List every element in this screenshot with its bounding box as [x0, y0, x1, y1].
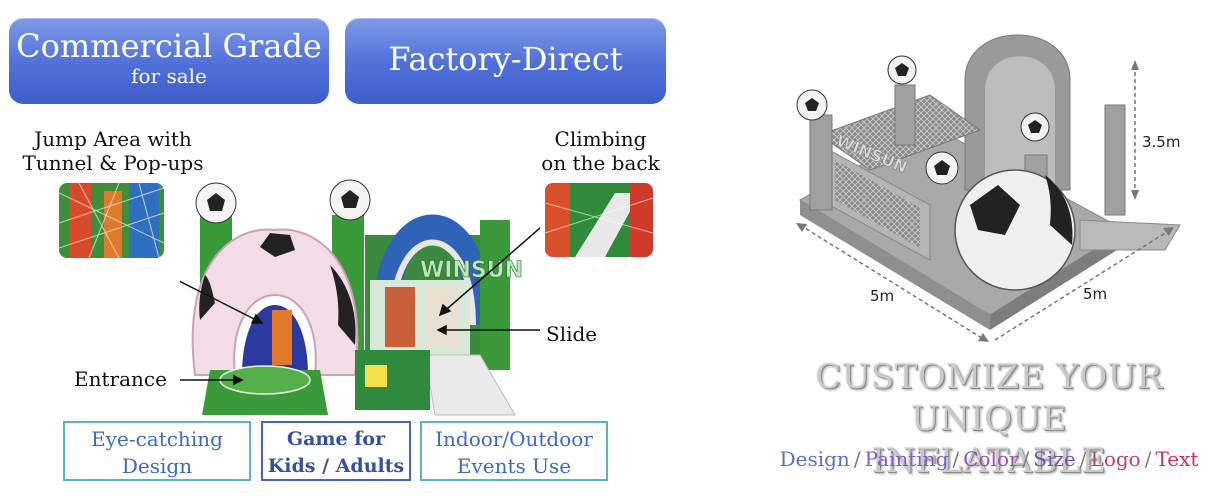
customize-heading: CUSTOMIZE YOUR UNIQUE INFLATABLE [760, 356, 1218, 482]
factory-direct-banner: Factory-Direct [345, 18, 666, 104]
option-separator: / [952, 447, 960, 471]
climbing-label: Climbing on the back [528, 127, 673, 175]
soccer-ball-icon [887, 55, 917, 85]
commercial-grade-banner: Commercial Grade for sale [9, 18, 329, 104]
jump-area-label: Jump Area with Tunnel & Pop-ups [18, 127, 208, 175]
soccer-ball-icon [1020, 112, 1050, 142]
soccer-ball-icon [925, 151, 959, 185]
soccer-ball-icon [195, 182, 237, 224]
option-design: Design [779, 447, 850, 471]
product-bounce-house-image: WINSUN [180, 179, 540, 416]
slide-label: Slide [546, 322, 598, 346]
option-size: Size [1033, 447, 1076, 471]
option-separator: / [853, 447, 861, 471]
feature-game-line1: Game for [286, 428, 386, 450]
winsun-brand-mark: WINSUN [420, 258, 523, 283]
factory-direct-title: Factory-Direct [388, 40, 623, 78]
feature-eye-catching-line2: Design [121, 454, 193, 478]
option-logo: Logo [1090, 447, 1141, 471]
option-text: Text [1155, 447, 1199, 471]
feature-indoor-outdoor-line1: Indoor/Outdoor [435, 427, 593, 451]
option-color: Color [963, 447, 1019, 471]
for-sale-subtitle: for sale [131, 64, 207, 88]
climbing-label-line2: on the back [541, 151, 660, 175]
option-separator: / [1022, 447, 1030, 471]
option-painting: Painting [864, 447, 949, 471]
tunnel-detail-photo [59, 183, 164, 258]
height-dimension-label: 3.5m [1142, 133, 1180, 151]
option-separator: / [1144, 447, 1152, 471]
feature-eye-catching-line1: Eye-catching [91, 427, 223, 451]
customize-heading-line2: INFLATABLE [871, 441, 1107, 481]
right-width-dimension-label: 5m [1083, 285, 1107, 303]
left-width-dimension-label: 5m [870, 287, 894, 305]
customize-heading-line1: CUSTOMIZE YOUR UNIQUE [815, 357, 1163, 439]
feature-game-box: Game for Kids / Adults [261, 421, 411, 481]
commercial-grade-title: Commercial Grade [16, 27, 322, 65]
option-separator: / [1079, 447, 1087, 471]
feature-game-line2: Kids / Adults [267, 455, 405, 477]
jump-area-label-line1: Jump Area with [34, 127, 192, 151]
customization-options: Design/Painting/Color/Size/Logo/Text [760, 446, 1218, 472]
jump-area-label-line2: Tunnel & Pop-ups [22, 151, 204, 175]
bounce-house-3d-model-image: WINSUN 3.5m 5m 5m [796, 34, 1181, 342]
climbing-label-line1: Climbing [554, 127, 647, 151]
entrance-label: Entrance [74, 367, 167, 391]
climbing-wall-detail-photo [545, 183, 653, 257]
soccer-ball-icon [329, 179, 371, 221]
feature-indoor-outdoor-line2: Events Use [456, 454, 572, 478]
feature-indoor-outdoor-box: Indoor/Outdoor Events Use [420, 421, 608, 481]
soccer-ball-icon [796, 89, 828, 121]
feature-eye-catching-box: Eye-catching Design [63, 421, 251, 481]
